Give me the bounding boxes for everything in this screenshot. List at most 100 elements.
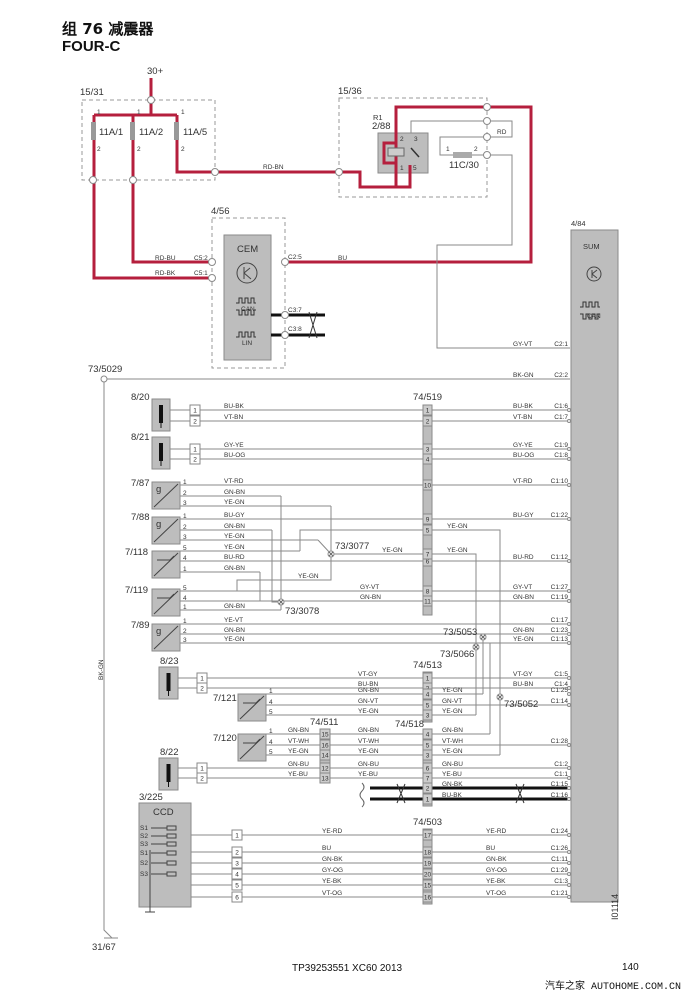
sum-pin xyxy=(567,559,571,563)
wire-label: GN-BN xyxy=(513,627,534,634)
fuse-box-label: 15/31 xyxy=(80,87,104,98)
component-label: 8/22 xyxy=(160,747,179,758)
connector-pin-label: 19 xyxy=(424,861,432,868)
connector-pin-label: 4 xyxy=(426,692,430,699)
inline-pin-label: 1 xyxy=(193,408,197,415)
sum-pin xyxy=(567,599,571,603)
fuse-box-15-31: 15/31 30+ 11A/1 11A/2 11A/5 1 1 1 2 2 2 … xyxy=(80,66,339,280)
wire xyxy=(299,529,501,755)
connector-pin xyxy=(422,688,433,700)
wire-label: YE-GN xyxy=(224,533,245,540)
connector-pin xyxy=(422,513,433,525)
connector-pin xyxy=(422,891,433,903)
wire-label: YE-GN xyxy=(447,547,468,554)
inline-connector-pin xyxy=(196,772,208,784)
sum-pin xyxy=(567,447,571,451)
wire-label: GN-BN xyxy=(224,603,245,610)
wire-label: BU xyxy=(338,255,347,262)
connector-node xyxy=(281,331,289,339)
wire-label: BU-BK xyxy=(224,403,245,410)
component-label: 3/225 xyxy=(139,792,163,803)
wire-label: BU xyxy=(322,845,331,852)
sum-pin-label: C1:1 xyxy=(554,771,568,778)
pin-label: 1 xyxy=(446,146,450,153)
connector-block xyxy=(422,404,433,616)
connector-pin-label: 5 xyxy=(426,703,430,710)
fuse-label: 11A/5 xyxy=(183,127,207,138)
connector-pin xyxy=(422,595,433,607)
wire-break-icon xyxy=(359,782,365,808)
wire-label: BU-OG xyxy=(224,452,245,459)
sum-pin-label: C1:12 xyxy=(551,554,569,561)
inline-pin-label: 2 xyxy=(200,776,204,783)
connector-node xyxy=(483,103,491,111)
page-number: 140 xyxy=(622,962,639,973)
shock-absorber-icon xyxy=(159,443,163,461)
sum-pin xyxy=(567,419,571,423)
connector-node xyxy=(208,274,216,282)
sum-pin-label: C1:16 xyxy=(551,792,569,799)
sum-pin xyxy=(567,641,571,645)
inline-connector-pin xyxy=(231,846,243,858)
sum-pin-label: C2:2 xyxy=(554,372,568,379)
inline-pin-label: 2 xyxy=(193,419,197,426)
connector-pin-label: 9 xyxy=(426,517,430,524)
connector-pin-label: 2 xyxy=(426,786,430,793)
wire-label: YE-BK xyxy=(322,878,342,885)
sum-pin-label: C1:25 xyxy=(551,687,569,694)
inline-pin-label: 1 xyxy=(235,833,239,840)
transistor-icon xyxy=(236,262,258,284)
pin-label: 1 xyxy=(183,513,187,520)
splice-label: 73/5029 xyxy=(88,364,122,375)
wire-label: VT-BN xyxy=(224,414,243,421)
connector-pin-label: 6 xyxy=(426,559,430,566)
wire xyxy=(317,506,477,715)
component-label: 7/89 xyxy=(131,620,150,631)
sum-pin xyxy=(567,676,571,680)
pin-label: 3 xyxy=(183,500,187,507)
wire-label: YE-GN xyxy=(288,748,309,755)
pin-label: 4 xyxy=(183,595,187,602)
sensor-diagonal-icon xyxy=(239,735,265,760)
wire-label: GN-BN xyxy=(288,727,309,734)
inline-connector-pin xyxy=(196,682,208,694)
supply-label: 30+ xyxy=(147,66,164,77)
connector-node xyxy=(483,117,491,125)
relay-pin: 5 xyxy=(413,165,417,172)
pin-label: 2 xyxy=(97,146,101,153)
top-nodes xyxy=(89,96,491,383)
wire-label: YE-RD xyxy=(486,828,507,835)
pin-label: 1 xyxy=(183,479,187,486)
connector-node xyxy=(129,176,137,184)
wire-label: VT-OG xyxy=(322,890,342,897)
diagram-code: I01114 xyxy=(610,893,620,920)
connector-pin xyxy=(422,524,433,536)
inline-connector-pin xyxy=(231,857,243,869)
sensor-diagonal-icon xyxy=(153,625,179,650)
cem-outline xyxy=(211,217,286,369)
wire-label: YE-GN xyxy=(447,523,468,530)
fuse-icon xyxy=(91,122,96,140)
can-label: CAN xyxy=(587,313,601,320)
level-sensor-icon xyxy=(243,698,261,704)
sum-pin-label: C1:26 xyxy=(551,845,569,852)
sum-pin xyxy=(567,743,571,747)
pin-label: 1 xyxy=(183,566,187,573)
wire-label: VT-OG xyxy=(486,890,506,897)
pin-label: 2 xyxy=(181,146,185,153)
sum-pin-label: C1:8 xyxy=(554,452,568,459)
pin-label: 2 xyxy=(474,146,478,153)
wire-label: GN-VT xyxy=(358,698,378,705)
component-label: 7/87 xyxy=(131,478,150,489)
relay-switch-icon xyxy=(410,147,420,158)
sum-pin-label: C1:7 xyxy=(554,414,568,421)
connector-pin xyxy=(422,453,433,465)
pin-label: 1 xyxy=(183,618,187,625)
connector-pin xyxy=(319,749,331,761)
wire-label: BK-GN xyxy=(513,372,534,379)
wire-label: YE-GN xyxy=(442,708,463,715)
wire-label: YE-RD xyxy=(322,828,343,835)
transistor-icon xyxy=(591,269,598,279)
shock-absorber-icon xyxy=(166,764,171,782)
